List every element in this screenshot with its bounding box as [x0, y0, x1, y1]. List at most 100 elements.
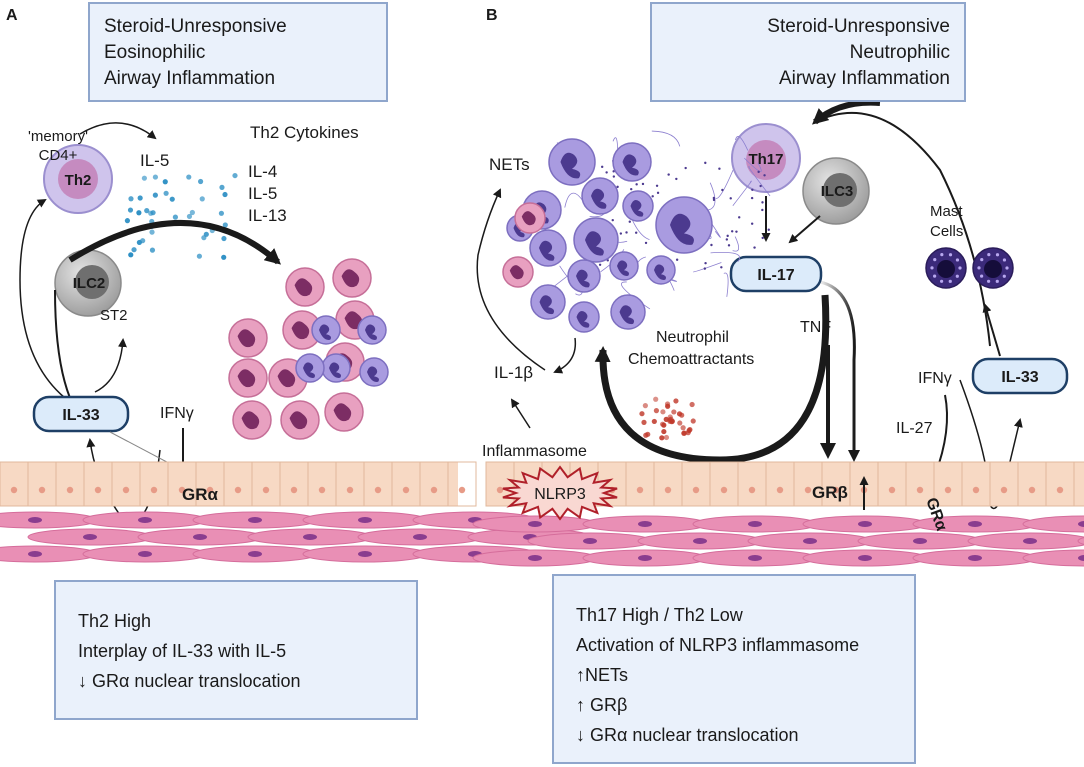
- header-box-b: Steroid-Unresponsive Neutrophilic Airway…: [650, 2, 966, 102]
- epithelial-nucleus: [664, 486, 672, 494]
- il17-to-grb-line: [819, 280, 856, 455]
- net-speck: [630, 187, 633, 191]
- net-fiber: [707, 182, 716, 211]
- il33-to-th2-arrow: [19, 198, 66, 399]
- il33-pill-b: [971, 357, 1069, 395]
- muscle-nucleus: [1078, 555, 1084, 561]
- chemo-dot: [673, 398, 679, 404]
- net-speck: [730, 230, 734, 233]
- muscle-nucleus: [968, 555, 982, 561]
- epithelial-nucleus: [944, 486, 952, 494]
- net-speck: [656, 191, 660, 195]
- cytokine-dot: [148, 210, 154, 216]
- cytokine-dot: [136, 239, 142, 246]
- epithelial-nucleus: [38, 486, 46, 494]
- chemo-dot: [680, 425, 686, 431]
- header-b-line1: Steroid-Unresponsive: [767, 16, 950, 37]
- epithelial-nucleus: [972, 486, 980, 494]
- muscle-fiber: [0, 511, 98, 529]
- epithelial-nucleus: [234, 486, 242, 494]
- muscle-fiber: [1022, 515, 1084, 533]
- summary-b-line1: Th17 High / Th2 Low: [576, 605, 743, 625]
- epithelial-nucleus: [94, 486, 102, 494]
- ilc2-cell: [54, 249, 122, 317]
- cytokine-dot: [127, 207, 134, 213]
- nets-arrow: [476, 188, 546, 371]
- cytokine-dot: [199, 196, 205, 202]
- th17-cell: [731, 123, 801, 193]
- neutrophil-nucleus: [622, 154, 639, 176]
- net-speck: [735, 230, 738, 233]
- cytokine-dot: [232, 172, 238, 179]
- cd4-label: CD4+: [39, 147, 78, 164]
- chemo-dot: [677, 420, 683, 426]
- neutrophil-nucleus: [576, 311, 590, 328]
- net-speck: [751, 188, 754, 192]
- eosinophil-cluster: [228, 258, 389, 440]
- cytokine-il4: IL-4: [248, 162, 277, 181]
- mast-granule: [977, 266, 981, 270]
- muscle-nucleus: [83, 534, 97, 540]
- epithelial-nucleus: [150, 486, 158, 494]
- chemo-dot: [661, 428, 667, 435]
- eosinophil-nucleus: [289, 411, 308, 430]
- cytokine-dot: [189, 209, 195, 216]
- cytokine-dot: [172, 214, 179, 220]
- epithelial-nucleus: [832, 486, 840, 494]
- chemo-dot: [689, 401, 695, 408]
- cluster-to-il1b-arrow: [553, 337, 577, 374]
- net-speck: [644, 241, 648, 245]
- smooth-muscle-a: [0, 511, 593, 563]
- mast-nucleus: [937, 260, 955, 278]
- cytokine-dot: [128, 196, 134, 202]
- net-fiber: [735, 136, 749, 151]
- net-speck: [767, 228, 770, 231]
- ilc3-to-il17-arrow: [788, 215, 821, 244]
- net-speck: [763, 174, 766, 177]
- cytokine-dot: [218, 210, 225, 216]
- net-speck: [704, 161, 707, 165]
- net-speck: [634, 231, 638, 234]
- th2-cell: [43, 144, 113, 214]
- mast-granule: [1005, 266, 1009, 270]
- muscle-nucleus: [1078, 521, 1084, 527]
- net-speck: [725, 238, 729, 241]
- mast-to-th17-arrow: [811, 99, 881, 125]
- eosinophil-nucleus: [521, 211, 536, 226]
- il17-to-grb-arrowhead: [848, 450, 860, 462]
- neutrophil-nucleus: [367, 366, 379, 382]
- cytokine-dot: [141, 175, 147, 181]
- mast-label: Mast: [930, 203, 963, 220]
- mast-granule: [948, 279, 952, 283]
- eosinophil-nucleus: [344, 311, 363, 330]
- neutrophil-nucleus: [365, 324, 377, 340]
- eosinophil-nucleus: [237, 369, 256, 388]
- net-speck: [628, 220, 631, 223]
- mast-cells: [925, 247, 1014, 289]
- neutrophil-nucleus: [539, 295, 555, 315]
- muscle-nucleus: [1023, 538, 1037, 544]
- cells-label: Cells: [930, 223, 963, 240]
- muscle-nucleus: [248, 551, 262, 557]
- il27-label: IL-27: [896, 420, 933, 437]
- chemo-label-1: Neutrophil: [656, 329, 729, 346]
- summary-a-line1: Th2 High: [78, 611, 152, 631]
- ilc2-label: ILC2: [73, 275, 106, 292]
- net-speck: [727, 244, 731, 247]
- epithelial-nucleus: [346, 486, 354, 494]
- chemoattractant-dots: [639, 396, 696, 441]
- mast-granule: [987, 279, 991, 283]
- muscle-nucleus: [138, 551, 152, 557]
- il33-to-ilc2-line: [54, 289, 71, 399]
- summary-box-a: Th2 High Interplay of IL-33 with IL-5 ↓ …: [54, 580, 418, 720]
- epithelial-nucleus: [720, 486, 728, 494]
- chemo-dot: [679, 412, 685, 418]
- muscle-nucleus: [528, 555, 542, 561]
- chemo-dot: [667, 414, 673, 420]
- nets-label: NETs: [489, 155, 530, 174]
- net-speck: [759, 184, 762, 188]
- header-a-line1: Steroid-Unresponsive: [104, 16, 287, 37]
- cytokine-dot: [137, 195, 143, 201]
- net-speck: [600, 165, 604, 169]
- chemo-dot: [653, 396, 659, 402]
